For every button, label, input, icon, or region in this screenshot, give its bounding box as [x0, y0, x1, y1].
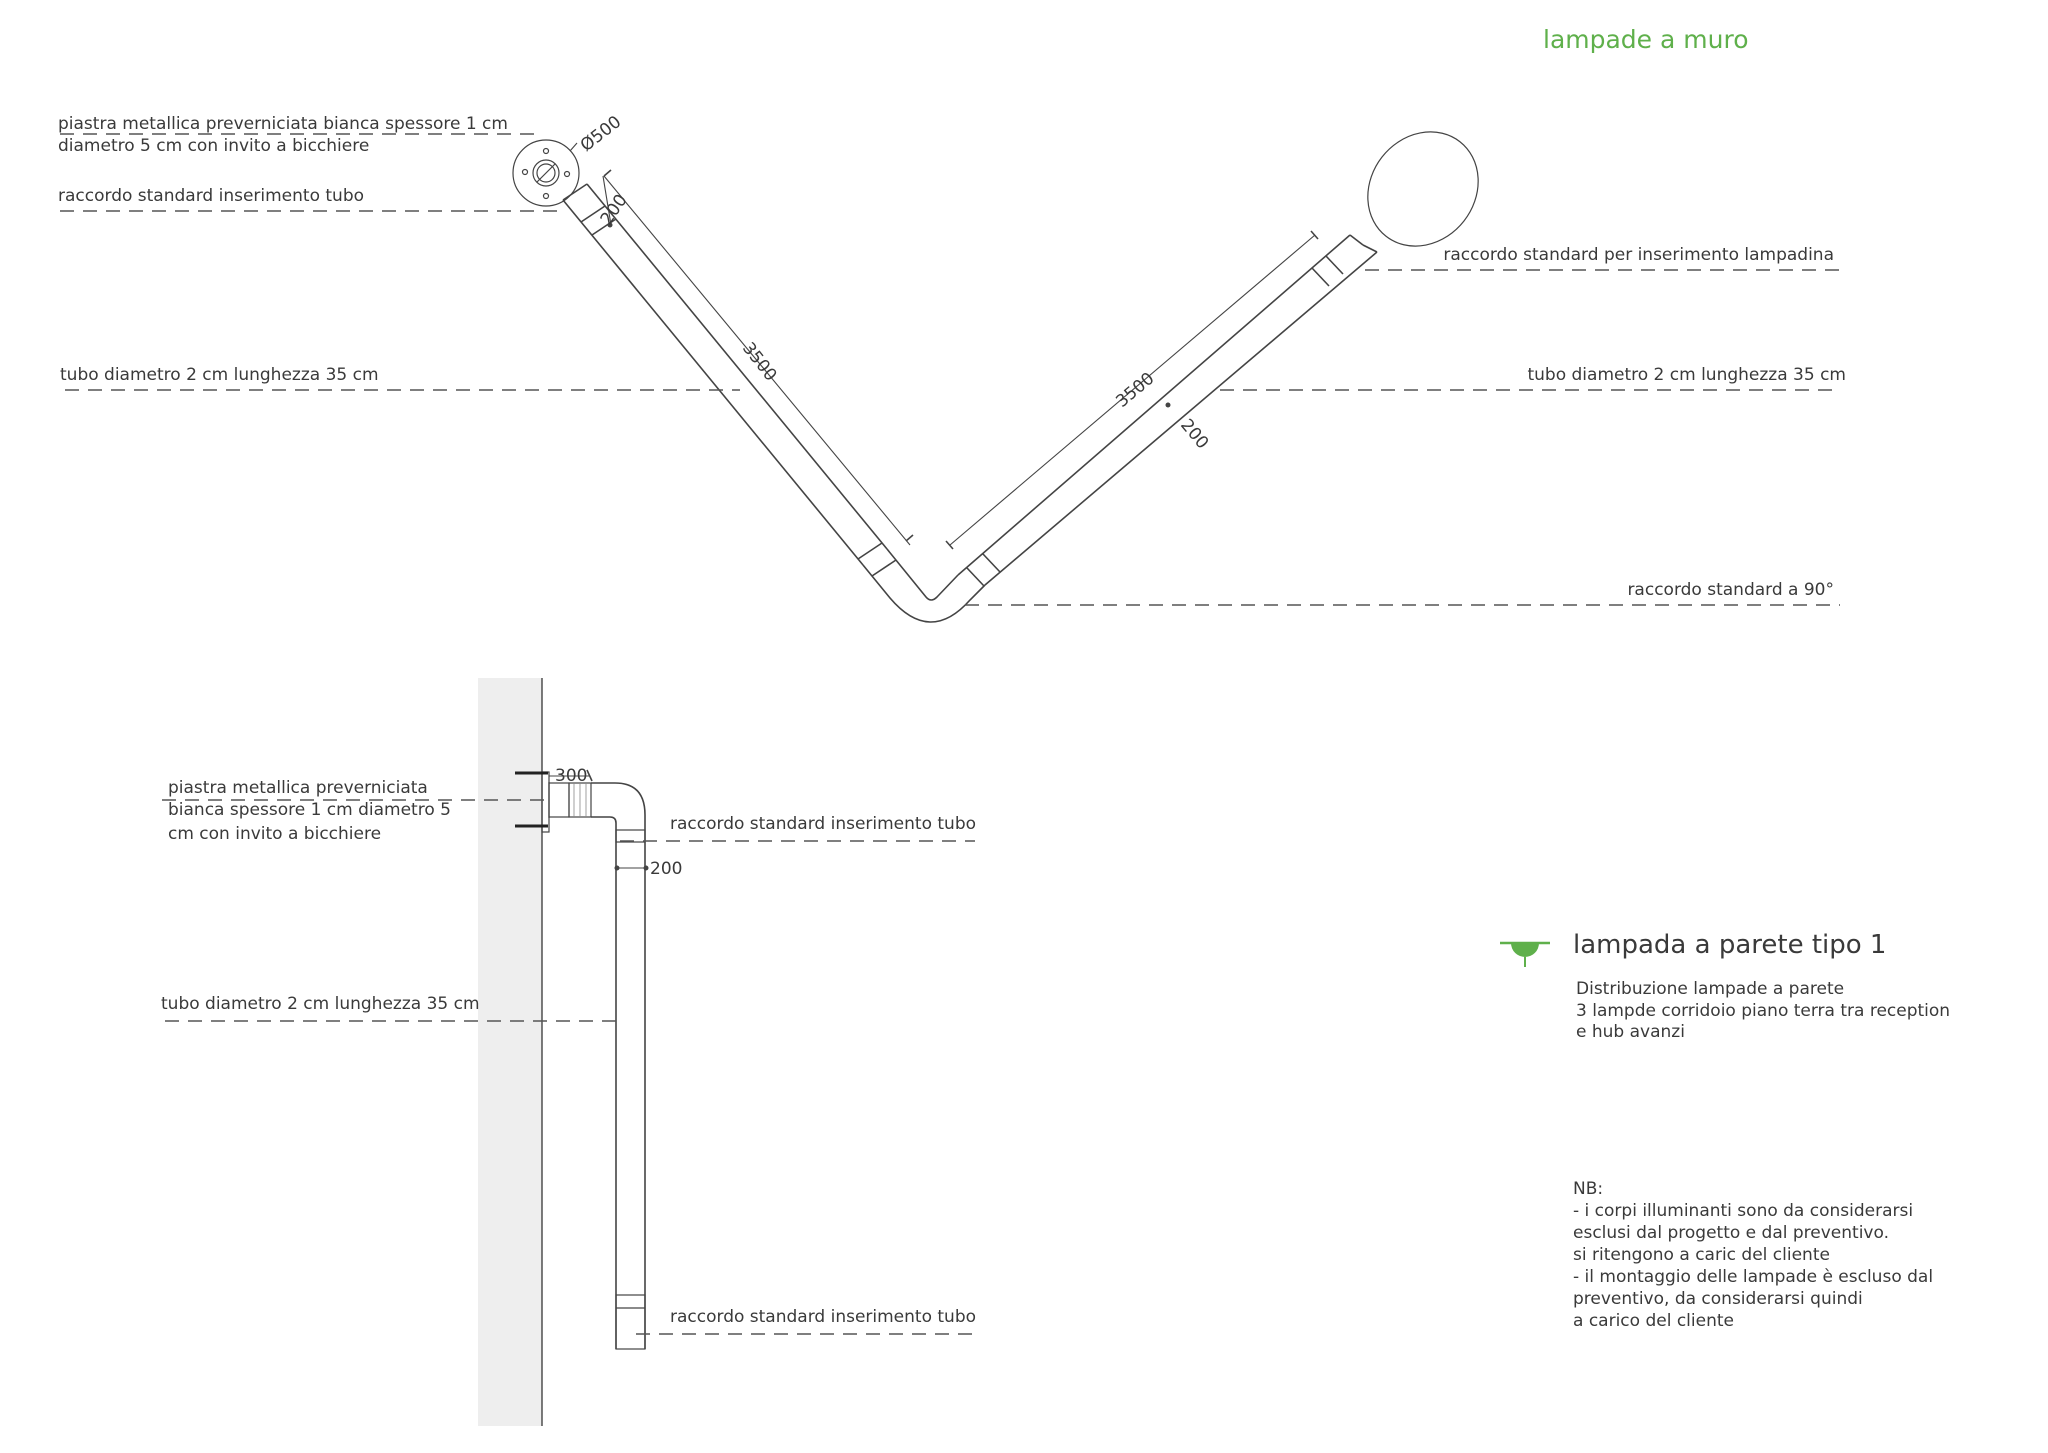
label-fitting-lamp-top: raccordo standard per inserimento lampad… — [1443, 245, 1834, 265]
wall-plate-top — [512, 139, 580, 207]
elbow-90-top — [862, 548, 986, 623]
notes-line-4: - il montaggio delle lampade è escluso d… — [1573, 1267, 1933, 1287]
top-view: Ø500 200 3500 3500 200 piastra metallica… — [58, 112, 1846, 623]
label-tube-right-top: tubo diametro 2 cm lunghezza 35 cm — [1527, 365, 1846, 385]
wall-lamp-icon — [1500, 941, 1550, 967]
vertical-tube-side — [615, 829, 646, 1350]
label-plate-top-1: piastra metallica preverniciata bianca s… — [58, 114, 508, 134]
wall-section — [478, 678, 542, 1426]
label-fitting-bottom-side: raccordo standard inserimento tubo — [670, 1307, 976, 1327]
side-view: 300 200 piastra metallica preverniciata … — [161, 678, 976, 1426]
notes-heading: NB: — [1573, 1179, 1603, 1199]
legend-title: lampada a parete tipo 1 — [1573, 930, 1886, 960]
leader-lines-side — [162, 799, 975, 1335]
dim-right-offset: 200 — [1176, 415, 1212, 453]
notes-line-5: preventivo, da considerarsi quindi — [1573, 1289, 1863, 1309]
notes-line-3: si ritengono a caric del cliente — [1573, 1245, 1830, 1265]
dim-left-length: 3500 — [738, 339, 780, 385]
right-tube-top — [957, 234, 1378, 587]
notes: NB: - i corpi illuminanti sono da consid… — [1573, 1179, 1933, 1331]
dim-left-offset: 200 — [597, 191, 632, 229]
left-tube-top — [562, 183, 897, 577]
label-plate-side-1: piastra metallica preverniciata — [168, 778, 428, 798]
dim-side-width: 200 — [650, 859, 682, 879]
lamp-globe-top — [1367, 131, 1479, 247]
label-tube-left-top: tubo diametro 2 cm lunghezza 35 cm — [60, 365, 379, 385]
wall-plate-side — [515, 771, 570, 833]
label-fitting-top-side: raccordo standard inserimento tubo — [670, 814, 976, 834]
legend: lampada a parete tipo 1 Distribuzione la… — [1500, 930, 1950, 1042]
legend-line-2: 3 lampde corridoio piano terra tra recep… — [1576, 1001, 1950, 1021]
dim-side-offset: 300 — [555, 766, 587, 786]
dimension-lines-side — [549, 769, 649, 871]
dim-diameter: Ø500 — [577, 112, 625, 156]
label-plate-top-2: diametro 5 cm con invito a bicchiere — [58, 136, 369, 156]
fitting-top-side — [568, 782, 592, 818]
label-plate-side-2: bianca spessore 1 cm diametro 5 — [168, 800, 451, 820]
label-plate-side-3: cm con invito a bicchiere — [168, 824, 381, 844]
notes-line-2: esclusi dal progetto e dal preventivo. — [1573, 1223, 1889, 1243]
label-fitting-90-top: raccordo standard a 90° — [1627, 580, 1834, 600]
leader-lines-top — [60, 133, 1840, 606]
label-fitting-tube-top: raccordo standard inserimento tubo — [58, 186, 364, 206]
legend-line-3: e hub avanzi — [1576, 1022, 1685, 1042]
dim-right-length: 3500 — [1112, 369, 1158, 412]
label-tube-side: tubo diametro 2 cm lunghezza 35 cm — [161, 994, 480, 1014]
notes-line-6: a carico del cliente — [1573, 1311, 1734, 1331]
legend-line-1: Distribuzione lampade a parete — [1576, 979, 1844, 999]
dimension-lines-top — [569, 142, 1319, 550]
page-title: lampade a muro — [1543, 25, 1749, 54]
notes-line-1: - i corpi illuminanti sono da considerar… — [1573, 1201, 1913, 1221]
elbow-side — [591, 782, 646, 830]
